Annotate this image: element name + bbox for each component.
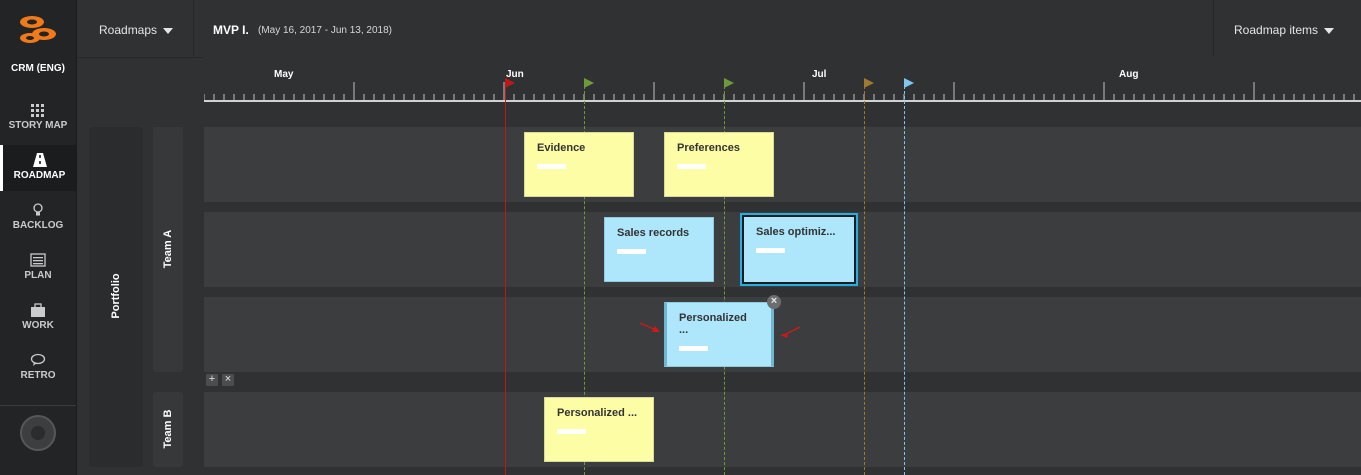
swimlane[interactable]	[204, 392, 1361, 467]
roadmap-items-dropdown[interactable]: Roadmap items	[1234, 23, 1335, 37]
team-a-group	[153, 127, 183, 372]
header-divider	[193, 0, 194, 57]
timeline-ruler	[204, 100, 1361, 102]
milestone-line	[864, 86, 865, 475]
portfolio-label: Portfolio	[110, 273, 122, 319]
card-title: Preferences	[677, 142, 740, 154]
resize-left-arrow-icon[interactable]	[638, 321, 662, 335]
card-progress-bar	[677, 164, 706, 169]
roadmap-items-label: Roadmap items	[1234, 23, 1319, 37]
milestone-line	[904, 86, 905, 475]
nav-work[interactable]: WORK	[0, 295, 76, 341]
timeline-header	[204, 57, 1361, 102]
nav-backlog[interactable]: BACKLOG	[0, 195, 76, 241]
card-title: Personalized ...	[679, 312, 747, 336]
lightbulb-icon	[33, 203, 43, 216]
nav-label: ROADMAP	[13, 170, 66, 181]
road-icon	[32, 153, 47, 167]
month-label-aug: Aug	[1119, 69, 1139, 80]
card-progress-bar	[756, 248, 785, 253]
card-progress-bar	[679, 346, 708, 351]
roadmap-card[interactable]: Evidence	[524, 132, 634, 197]
roadmap-date-range: (May 16, 2017 - Jun 13, 2018)	[258, 25, 392, 36]
resize-right-arrow-icon[interactable]	[778, 325, 802, 339]
add-lane-button[interactable]: +	[206, 374, 218, 386]
project-name[interactable]: CRM (ENG)	[11, 63, 65, 74]
month-label-may: May	[274, 69, 294, 80]
grid-icon	[31, 104, 44, 117]
card-progress-bar	[537, 164, 566, 169]
close-card-icon[interactable]: ×	[767, 295, 781, 309]
nav-label: BACKLOG	[12, 220, 64, 231]
roadmaps-dropdown[interactable]: Roadmaps	[99, 23, 174, 37]
nav-retro[interactable]: RETRO	[0, 345, 76, 391]
portfolio-group	[89, 127, 143, 467]
roadmap-card[interactable]: Preferences	[664, 132, 774, 197]
team-b-label: Team B	[162, 409, 174, 449]
milestone-flag-icon[interactable]	[584, 78, 594, 88]
month-label-jun: Jun	[506, 69, 524, 80]
today-marker-line	[505, 86, 506, 475]
chevron-down-icon	[163, 27, 174, 34]
card-title: Sales optimiz...	[756, 226, 836, 238]
swimlane[interactable]	[204, 127, 1361, 202]
avatar-image	[31, 426, 45, 440]
briefcase-icon	[31, 303, 45, 317]
milestone-flag-icon[interactable]	[864, 78, 874, 88]
card-title: Sales records	[617, 227, 690, 239]
month-label-jul: Jul	[812, 69, 827, 80]
nav-plan[interactable]: PLAN	[0, 245, 76, 291]
nav-label: RETRO	[20, 370, 56, 381]
roadmap-card-resizing[interactable]: Personalized ...	[664, 302, 774, 367]
nav-label: PLAN	[24, 270, 52, 281]
milestone-flag-icon[interactable]	[724, 78, 734, 88]
chat-icon	[30, 353, 46, 366]
milestone-line	[724, 86, 725, 475]
card-progress-bar	[617, 249, 646, 254]
milestone-flag-icon[interactable]	[904, 78, 914, 88]
team-a-label: Team A	[162, 229, 174, 269]
remove-lane-button[interactable]: ×	[222, 374, 234, 386]
user-avatar[interactable]	[20, 415, 56, 451]
team-b-group	[153, 392, 183, 467]
chevron-down-icon	[1324, 27, 1335, 34]
card-title: Personalized ...	[557, 407, 638, 419]
roadmap-card[interactable]: Sales records	[604, 217, 714, 282]
milestone-line	[584, 86, 585, 475]
roadmap-card-selected[interactable]: Sales optimiz...	[742, 215, 856, 284]
roadmaps-dropdown-label: Roadmaps	[99, 23, 158, 37]
sidebar-divider	[0, 405, 76, 406]
nav-roadmap[interactable]: ROADMAP	[0, 145, 76, 191]
timeline-ruler-ticks	[204, 82, 1355, 100]
nav-story-map[interactable]: STORY MAP	[0, 95, 76, 141]
nav-label: STORY MAP	[8, 120, 68, 131]
lane-gap	[204, 372, 1361, 392]
roadmap-card[interactable]: Personalized ...	[544, 397, 654, 462]
card-progress-bar	[557, 429, 586, 434]
header-divider	[1213, 0, 1214, 57]
app-logo-icon[interactable]	[18, 12, 58, 48]
left-sidebar: CRM (ENG) STORY MAP ROADMAP BACKLOG PLAN…	[0, 0, 77, 475]
nav-label: WORK	[22, 320, 54, 331]
list-icon	[30, 253, 46, 267]
today-flag-icon[interactable]	[505, 78, 515, 88]
card-title: Evidence	[537, 142, 586, 154]
roadmap-title: MVP I.	[213, 23, 249, 37]
